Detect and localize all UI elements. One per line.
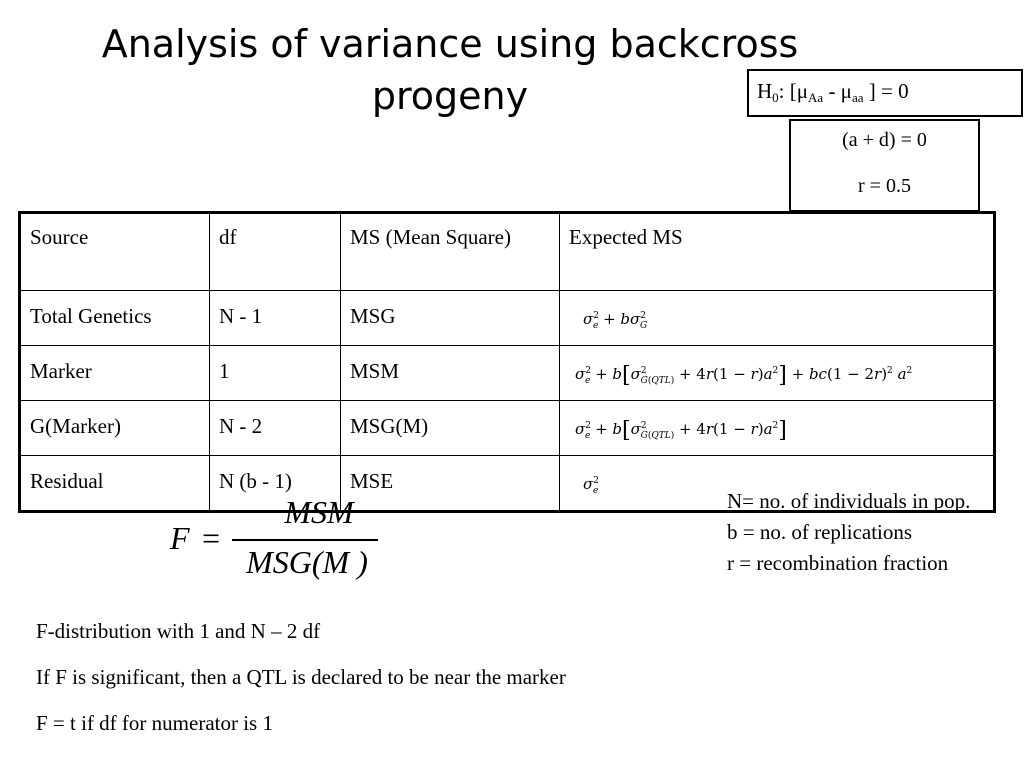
formula-numerator: MSM xyxy=(284,494,354,530)
condition-additive: (a + d) = 0 xyxy=(842,129,927,151)
cell-source: G(Marker) xyxy=(19,400,210,456)
cell-expected-ms: σ2e + b[σ2G(QTL) + 4r(1 − r)a2] xyxy=(559,400,995,456)
table-row: Total Genetics N - 1 MSG σ2e + bσ2G xyxy=(19,290,995,346)
fraction-bar xyxy=(232,539,378,541)
condition-recombination: r = 0.5 xyxy=(858,175,911,197)
note-r: r = recombination fraction xyxy=(727,551,949,575)
cell-df: N - 1 xyxy=(209,290,341,346)
cell-ms: MSE xyxy=(340,455,560,512)
title-line-2: progeny xyxy=(371,74,529,118)
expected-ms-formula: σ2e + bσ2G xyxy=(583,310,648,331)
conclusions: F-distribution with 1 and N – 2 df If F … xyxy=(36,616,566,754)
header-expected-ms: Expected MS xyxy=(559,212,995,291)
cell-ms: MSG(M) xyxy=(340,400,560,456)
variable-notes: N= no. of individuals in pop. b = no. of… xyxy=(727,486,970,579)
cell-ms: MSG xyxy=(340,290,560,346)
anova-table: Source df MS (Mean Square) Expected MS T… xyxy=(18,211,996,513)
formula-denominator: MSG(M ) xyxy=(246,544,368,580)
table-row: G(Marker) N - 2 MSG(M) σ2e + b[σ2G(QTL) … xyxy=(19,400,995,456)
cell-expected-ms: σ2e xyxy=(559,455,995,512)
cell-source: Total Genetics xyxy=(19,290,210,346)
cell-df: N - 2 xyxy=(209,400,341,456)
cell-source: Marker xyxy=(19,345,210,401)
cell-ms: MSM xyxy=(340,345,560,401)
slide-title: Analysis of variance using backcross pro… xyxy=(40,18,860,122)
header-ms: MS (Mean Square) xyxy=(340,212,560,291)
table-row: Residual N (b - 1) MSE σ2e xyxy=(19,455,995,512)
cell-expected-ms: σ2e + bσ2G xyxy=(559,290,995,346)
conclusion-line-2: If F is significant, then a QTL is decla… xyxy=(36,665,566,689)
expected-ms-formula: σ2e + b[σ2G(QTL) + 4r(1 − r)a2] xyxy=(575,418,787,443)
note-n: N= no. of individuals in pop. xyxy=(727,489,971,513)
null-hypothesis-box: H0: [μAa - μaa ] = 0 xyxy=(747,69,1023,117)
expected-ms-formula: σ2e + b[σ2G(QTL) + 4r(1 − r)a2] + bc(1 −… xyxy=(575,363,913,388)
conclusion-line-3: F = t if df for numerator is 1 xyxy=(36,711,273,735)
table-row: Marker 1 MSM σ2e + b[σ2G(QTL) + 4r(1 − r… xyxy=(19,345,995,401)
cell-source: Residual xyxy=(19,455,210,512)
table-header-row: Source df MS (Mean Square) Expected MS xyxy=(19,212,995,291)
cell-df: N (b - 1) xyxy=(209,455,341,512)
null-hypothesis: H0: [μAa - μaa ] = 0 xyxy=(757,79,909,105)
formula-lhs: F xyxy=(170,520,190,556)
cell-expected-ms: σ2e + b[σ2G(QTL) + 4r(1 − r)a2] + bc(1 −… xyxy=(559,345,995,401)
title-line-1: Analysis of variance using backcross xyxy=(101,22,799,66)
header-source: Source xyxy=(19,212,210,291)
conditions-box: (a + d) = 0 r = 0.5 xyxy=(789,119,980,212)
expected-ms-formula: σ2e xyxy=(583,475,599,496)
note-b: b = no. of replications xyxy=(727,520,913,544)
header-df: df xyxy=(209,212,341,291)
cell-df: 1 xyxy=(209,345,341,401)
conclusion-line-1: F-distribution with 1 and N – 2 df xyxy=(36,619,321,643)
formula-equals: = xyxy=(202,520,221,556)
